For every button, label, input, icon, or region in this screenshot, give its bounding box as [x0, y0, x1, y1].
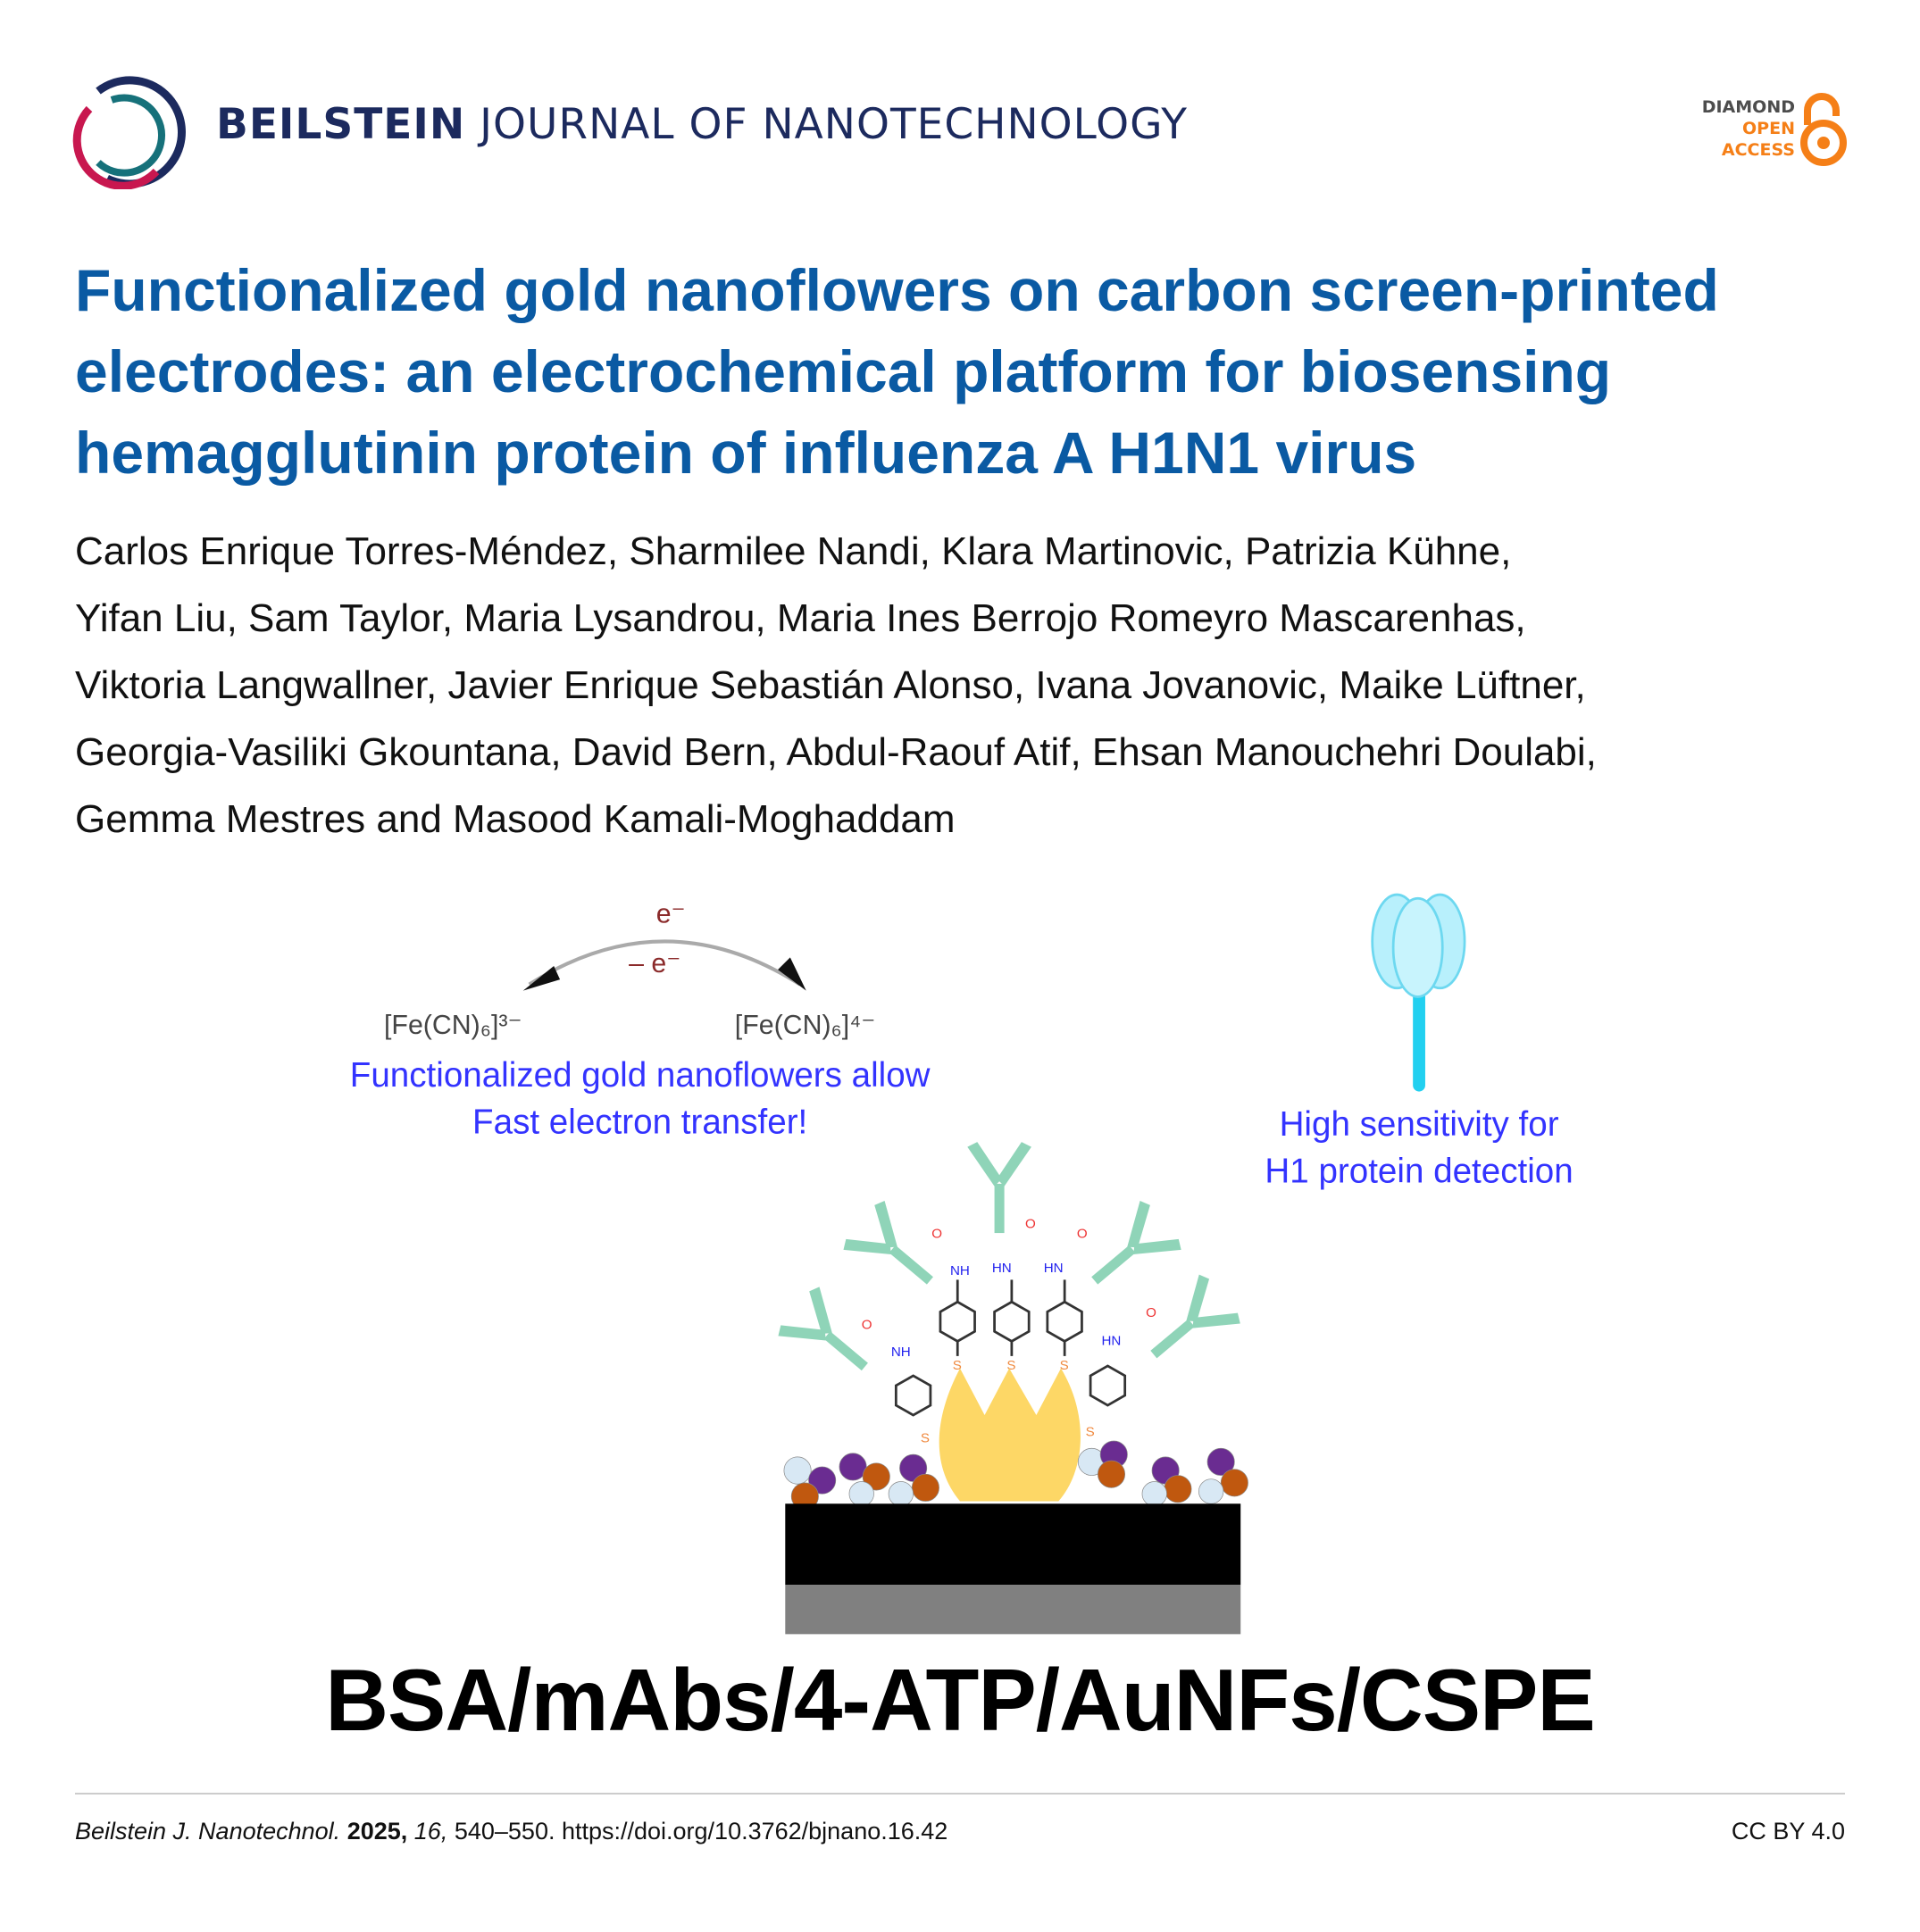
footer-divider [75, 1793, 1845, 1795]
svg-text:S: S [1086, 1424, 1095, 1439]
left-caption-line: Fast electron transfer! [472, 1103, 807, 1141]
badge-open: OPEN [1742, 119, 1795, 138]
scheme-label: BSA/mAbs/4-ATP/AuNFs/CSPE [325, 1651, 1596, 1749]
antibody-icon [967, 1142, 1031, 1234]
antibody-icon [839, 1197, 951, 1305]
hemagglutinin-protein-icon [1371, 893, 1466, 1092]
author-line: Yifan Liu, Sam Taylor, Maria Lysandrou, … [75, 596, 1526, 640]
svg-text:NH: NH [891, 1345, 911, 1360]
antibody-icon [1073, 1197, 1185, 1305]
author-line: Viktoria Langwallner, Javier Enrique Seb… [75, 663, 1586, 707]
benzene-rings [894, 1279, 1127, 1417]
svg-text:S: S [953, 1358, 962, 1373]
svg-text:NH: NH [950, 1263, 970, 1278]
carbon-electrode [785, 1503, 1241, 1586]
title-line: electrodes: an electrochemical platform … [75, 338, 1612, 404]
svg-text:O: O [862, 1318, 872, 1333]
svg-text:HN: HN [992, 1261, 1012, 1276]
journal-name[interactable]: BEILSTEIN JOURNAL OF NANOTECHNOLOGY [216, 100, 1188, 149]
ferricyanide-label: [Fe(CN)₆]³⁻ [384, 1011, 522, 1040]
ferrocyanide-label: [Fe(CN)₆]⁴⁻ [735, 1011, 875, 1040]
footer-doi[interactable]: 540–550. https://doi.org/10.3762/bjnano.… [454, 1818, 948, 1845]
svg-text:S: S [1006, 1358, 1015, 1373]
article-title: Functionalized gold nanoflowers on carbo… [75, 250, 1861, 494]
right-caption-line: H1 protein detection [1265, 1153, 1573, 1191]
svg-text:S: S [921, 1430, 930, 1445]
electron-minus-label: – e⁻ [629, 949, 680, 978]
svg-text:HN: HN [1101, 1333, 1121, 1348]
journal-name-rest: JOURNAL OF NANOTECHNOLOGY [480, 100, 1188, 149]
svg-text:S: S [1060, 1358, 1069, 1373]
antibody-icon [774, 1283, 886, 1392]
footer-license[interactable]: CC BY 4.0 [1731, 1818, 1845, 1845]
beilstein-logo [72, 76, 186, 189]
svg-text:O: O [1146, 1305, 1156, 1320]
left-caption-line: Functionalized gold nanoflowers allow [350, 1056, 931, 1095]
svg-text:O: O [931, 1227, 942, 1242]
open-lock-icon [1800, 93, 1847, 166]
svg-text:HN: HN [1044, 1261, 1064, 1276]
author-line: Gemma Mestres and Masood Kamali-Moghadda… [75, 797, 956, 841]
title-line: hemagglutinin protein of influenza A H1N… [75, 420, 1417, 486]
arrowhead-right-icon [778, 957, 806, 991]
journal-name-bold: BEILSTEIN [216, 100, 466, 149]
electron-label: e⁻ [656, 900, 686, 929]
right-caption-line: High sensitivity for [1280, 1105, 1559, 1144]
author-line: Carlos Enrique Torres-Méndez, Sharmilee … [75, 529, 1512, 573]
title-line: Functionalized gold nanoflowers on carbo… [75, 257, 1719, 323]
transfer-arc [528, 939, 801, 987]
badge-diamond: DIAMOND [1701, 97, 1795, 117]
bsa-particles [783, 1440, 1248, 1511]
footer-year: 2025, [346, 1818, 408, 1845]
arrowhead-left-icon [522, 966, 561, 991]
footer-volume: 16, [413, 1818, 448, 1845]
diamond-open-access-badge: DIAMOND OPEN ACCESS [1679, 89, 1849, 171]
author-list: Carlos Enrique Torres-Méndez, Sharmilee … [75, 518, 1861, 853]
svg-text:O: O [1025, 1217, 1036, 1232]
electrode-substrate [785, 1585, 1241, 1635]
citation-footer: Beilstein J. Nanotechnol. 2025, 16, 540–… [75, 1818, 1845, 1845]
badge-access: ACCESS [1721, 140, 1795, 160]
chemical-labels: NH HN HN NH HN O O O O O S S S S S [862, 1217, 1156, 1446]
author-line: Georgia-Vasiliki Gkountana, David Bern, … [75, 730, 1597, 774]
svg-text:O: O [1077, 1227, 1088, 1242]
gold-nanoflower [939, 1368, 1081, 1502]
footer-journal: Beilstein J. Nanotechnol. [75, 1818, 341, 1845]
antibody-icon [1132, 1271, 1245, 1379]
